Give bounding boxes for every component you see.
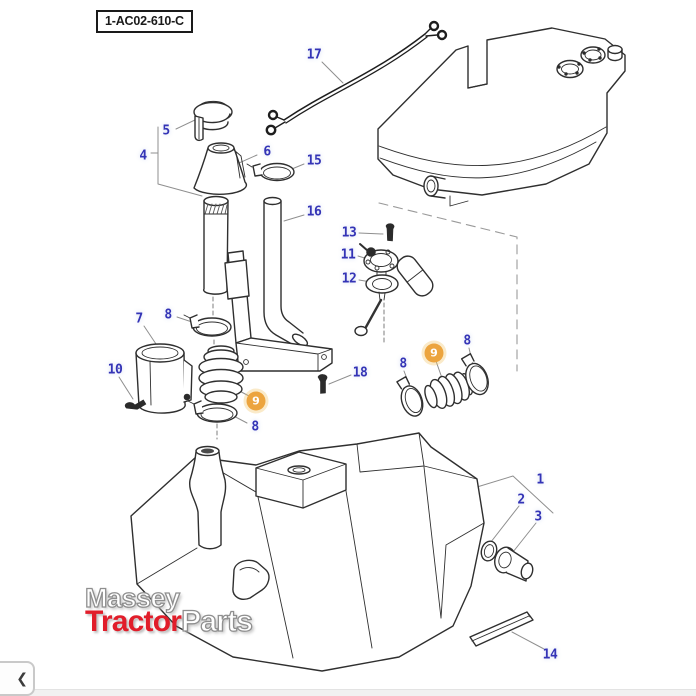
- strap-part14: [469, 611, 534, 647]
- watermark-tractor: Tractor: [85, 605, 182, 638]
- vent-pipe: [263, 196, 309, 348]
- mounting-bracket: [224, 250, 333, 372]
- reference-dash-lines: [212, 202, 518, 440]
- chevron-left-icon: ❮: [16, 670, 28, 687]
- watermark-tractorparts: TractorParts: [85, 604, 254, 639]
- part-callout-17: 17: [306, 47, 322, 63]
- part-callout-7: 7: [135, 311, 143, 327]
- part-callout-15: 15: [306, 153, 322, 169]
- part-callout-12: 12: [341, 271, 357, 287]
- part-callout-5: 5: [162, 123, 170, 139]
- part-callout-6: 6: [263, 144, 271, 160]
- part-callout-16: 16: [306, 204, 322, 220]
- bellows-hose-9-left: [198, 345, 244, 404]
- highlighted-part-callout-9: 9: [246, 391, 266, 411]
- part-callout-2: 2: [517, 492, 525, 508]
- hose-clamp-8-right: [460, 353, 489, 396]
- bolt-part18: [317, 374, 328, 394]
- sidebar-collapse-button[interactable]: ❮: [0, 661, 35, 696]
- part-callout-18: 18: [352, 365, 368, 381]
- sender-gasket: [354, 274, 399, 337]
- part-callout-8: 8: [399, 356, 407, 372]
- main-fuel-tank: [130, 432, 485, 672]
- hose-clamp-15: [246, 162, 295, 182]
- part-callout-8: 8: [251, 419, 259, 435]
- wiring-harness: [265, 20, 448, 136]
- watermark-massey: Massey: [84, 582, 180, 613]
- part-callout-11: 11: [340, 247, 356, 263]
- sealing-washer-part2: [480, 540, 498, 562]
- bellows-hose-9-right: [424, 371, 474, 409]
- cup-shield-part7: [135, 343, 193, 414]
- fuel-sender-unit: [359, 243, 399, 280]
- part-callout-10: 10: [107, 362, 123, 378]
- outlet-fitting-part3: [494, 546, 534, 582]
- part-callout-4: 4: [139, 148, 147, 164]
- hose-clamp-8-left: [396, 376, 424, 417]
- filler-funnel: [193, 142, 248, 196]
- page-bottom-divider: [0, 689, 696, 696]
- fuel-cap: [193, 100, 233, 142]
- watermark-parts: Parts: [180, 604, 253, 638]
- part-callout-8: 8: [164, 307, 172, 323]
- assembled-fuel-tank: [377, 27, 626, 207]
- sender-screw: [385, 223, 395, 242]
- highlighted-part-callout-9: 9: [424, 343, 444, 363]
- filler-pipe: [202, 195, 229, 295]
- hose-clamp-8-top: [183, 314, 232, 337]
- part-callout-13: 13: [341, 225, 357, 241]
- part-callout-1: 1: [536, 472, 544, 488]
- part-callout-14: 14: [542, 647, 558, 663]
- screw-part10: [124, 399, 147, 410]
- part-callout-8: 8: [463, 333, 471, 349]
- elbow-hose: [396, 255, 434, 297]
- hose-clamp-8-bottom: [187, 400, 238, 423]
- part-callout-3: 3: [534, 509, 542, 525]
- diagram-code-label: 1-AC02-610-C: [96, 10, 193, 33]
